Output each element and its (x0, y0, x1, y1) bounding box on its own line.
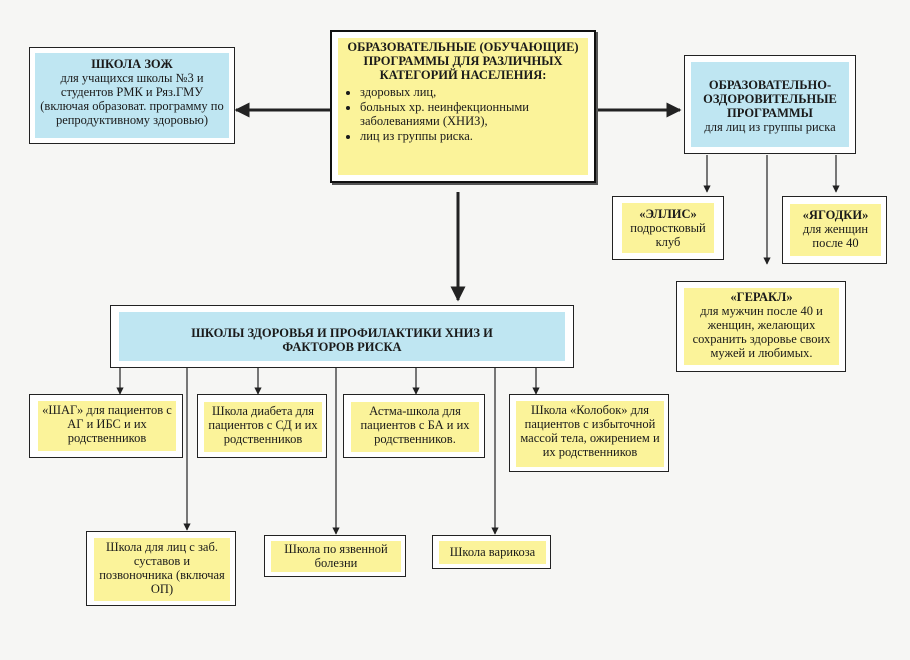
schools-header-box: ШКОЛЫ ЗДОРОВЬЯ И ПРОФИЛАКТИКИ ХНИЗ И ФАК… (110, 305, 574, 368)
kolobok-school-box: Школа «Колобок» для пациентов с избыточн… (509, 394, 669, 472)
varicose-text: Школа варикоза (449, 545, 536, 559)
center-bullet-item: здоровых лиц, (360, 85, 584, 99)
varicose-school-box: Школа варикоза (432, 535, 551, 569)
gerakl-title: «ГЕРАКЛ» (730, 290, 793, 304)
zozh-school-box: ШКОЛА ЗОЖ для учащихся школы №3 и студен… (29, 47, 235, 144)
joints-school-box: Школа для лиц с заб. суставов и позвоноч… (86, 531, 236, 606)
ozdorov-programs-box: ОБРАЗОВАТЕЛЬНО-ОЗДОРОВИТЕЛЬНЫЕ ПРОГРАММЫ… (684, 55, 856, 154)
shag-text: «ШАГ» для пациентов с АГ и ИБС и их родс… (42, 403, 172, 445)
ellis-title: «ЭЛЛИС» (639, 207, 697, 221)
center-programs-box: ОБРАЗОВАТЕЛЬНЫЕ (ОБУЧАЮЩИЕ) ПРОГРАММЫ ДЛ… (330, 30, 596, 183)
yagodki-text: для женщин после 40 (802, 222, 869, 250)
ozdorov-subtitle: для лиц из группы риска (704, 120, 836, 134)
center-title: ОБРАЗОВАТЕЛЬНЫЕ (ОБУЧАЮЩИЕ) ПРОГРАММЫ ДЛ… (347, 40, 579, 82)
gerakl-text: для мужчин после 40 и женщин, желающих с… (692, 304, 831, 360)
kolobok-text: Школа «Колобок» для пациентов с избыточн… (520, 403, 660, 459)
center-bullet-item: больных хр. неинфекционными заболеваниям… (360, 100, 584, 128)
ulcer-text: Школа по язвенной болезни (284, 542, 388, 570)
yagodki-box: «ЯГОДКИ» для женщин после 40 (782, 196, 887, 264)
zozh-text: для учащихся школы №3 и студентов РМК и … (40, 71, 224, 127)
gerakl-box: «ГЕРАКЛ» для мужчин после 40 и женщин, ж… (676, 281, 846, 372)
joints-text: Школа для лиц с заб. суставов и позвоноч… (99, 540, 225, 596)
center-bullet-list: здоровых лиц, больных хр. неинфекционным… (342, 85, 584, 143)
ozdorov-title: ОБРАЗОВАТЕЛЬНО-ОЗДОРОВИТЕЛЬНЫЕ ПРОГРАММЫ (703, 78, 837, 120)
ellis-box: «ЭЛЛИС» подростковый клуб (612, 196, 724, 260)
ulcer-school-box: Школа по язвенной болезни (264, 535, 406, 577)
center-bullet-item: лиц из группы риска. (360, 129, 584, 143)
diabetes-text: Школа диабета для пациентов с СД и их ро… (208, 404, 318, 446)
schools-title: ШКОЛЫ ЗДОРОВЬЯ И ПРОФИЛАКТИКИ ХНИЗ И ФАК… (191, 326, 493, 354)
yagodki-title: «ЯГОДКИ» (802, 208, 869, 222)
shag-school-box: «ШАГ» для пациентов с АГ и ИБС и их родс… (29, 394, 183, 458)
ellis-text: подростковый клуб (630, 221, 706, 249)
diabetes-school-box: Школа диабета для пациентов с СД и их ро… (197, 394, 327, 458)
asthma-text: Астма-школа для пациентов с БА и их родс… (360, 404, 470, 446)
asthma-school-box: Астма-школа для пациентов с БА и их родс… (343, 394, 485, 458)
zozh-title: ШКОЛА ЗОЖ (91, 57, 173, 71)
